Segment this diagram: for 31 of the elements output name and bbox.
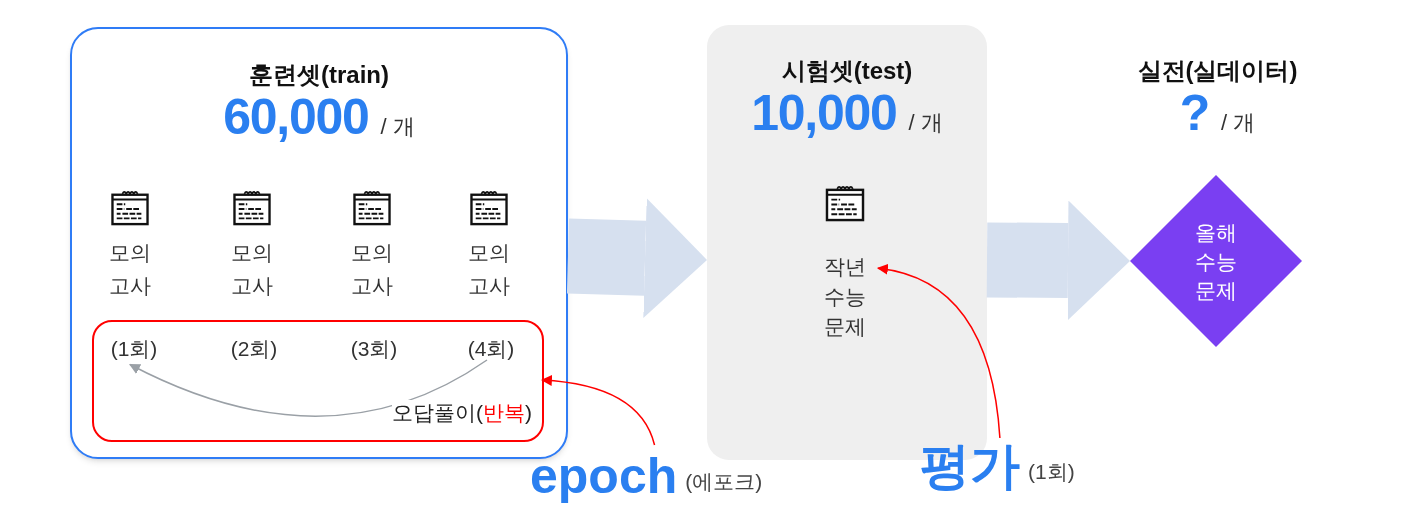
arrow	[129, 359, 488, 417]
unit-label: / 개	[1221, 109, 1256, 137]
diamond-label: 올해 수능 문제	[1194, 219, 1238, 304]
round-label: (3회)	[350, 336, 398, 362]
block-arrow	[986, 200, 1130, 321]
count-number: 10,000	[751, 85, 897, 141]
arrow	[876, 264, 1001, 439]
section-title: 실전(실데이터)	[1137, 56, 1298, 86]
exam-label: 모의 고사	[467, 240, 511, 299]
exam-label: 모의 고사	[350, 240, 394, 299]
unit-label: / 개	[380, 113, 415, 141]
callout-note: (1회)	[1028, 458, 1075, 485]
exam-label: 모의 고사	[230, 240, 274, 299]
round-label: (4회)	[467, 336, 515, 362]
unit-label: / 개	[908, 109, 943, 137]
panel-title: 시험셋(test)	[781, 56, 913, 86]
exam-label: 작년 수능 문제	[823, 254, 867, 340]
review-label: 오답풀이(반복)	[392, 400, 532, 426]
round-label: (2회)	[230, 336, 278, 362]
count-number: ?	[1179, 85, 1210, 141]
callout-title: 평가	[920, 437, 1020, 495]
count-number: 60,000	[223, 89, 369, 145]
callout-title: epoch	[530, 447, 678, 505]
training-set-panel	[70, 27, 568, 459]
arrow	[540, 375, 656, 446]
round-label: (1회)	[110, 336, 158, 362]
block-arrow	[567, 198, 707, 319]
repetition-box	[92, 320, 544, 442]
exam-label: 모의 고사	[108, 240, 152, 299]
callout-note: (에포크)	[685, 468, 763, 495]
panel-title: 훈련셋(train)	[249, 60, 389, 90]
